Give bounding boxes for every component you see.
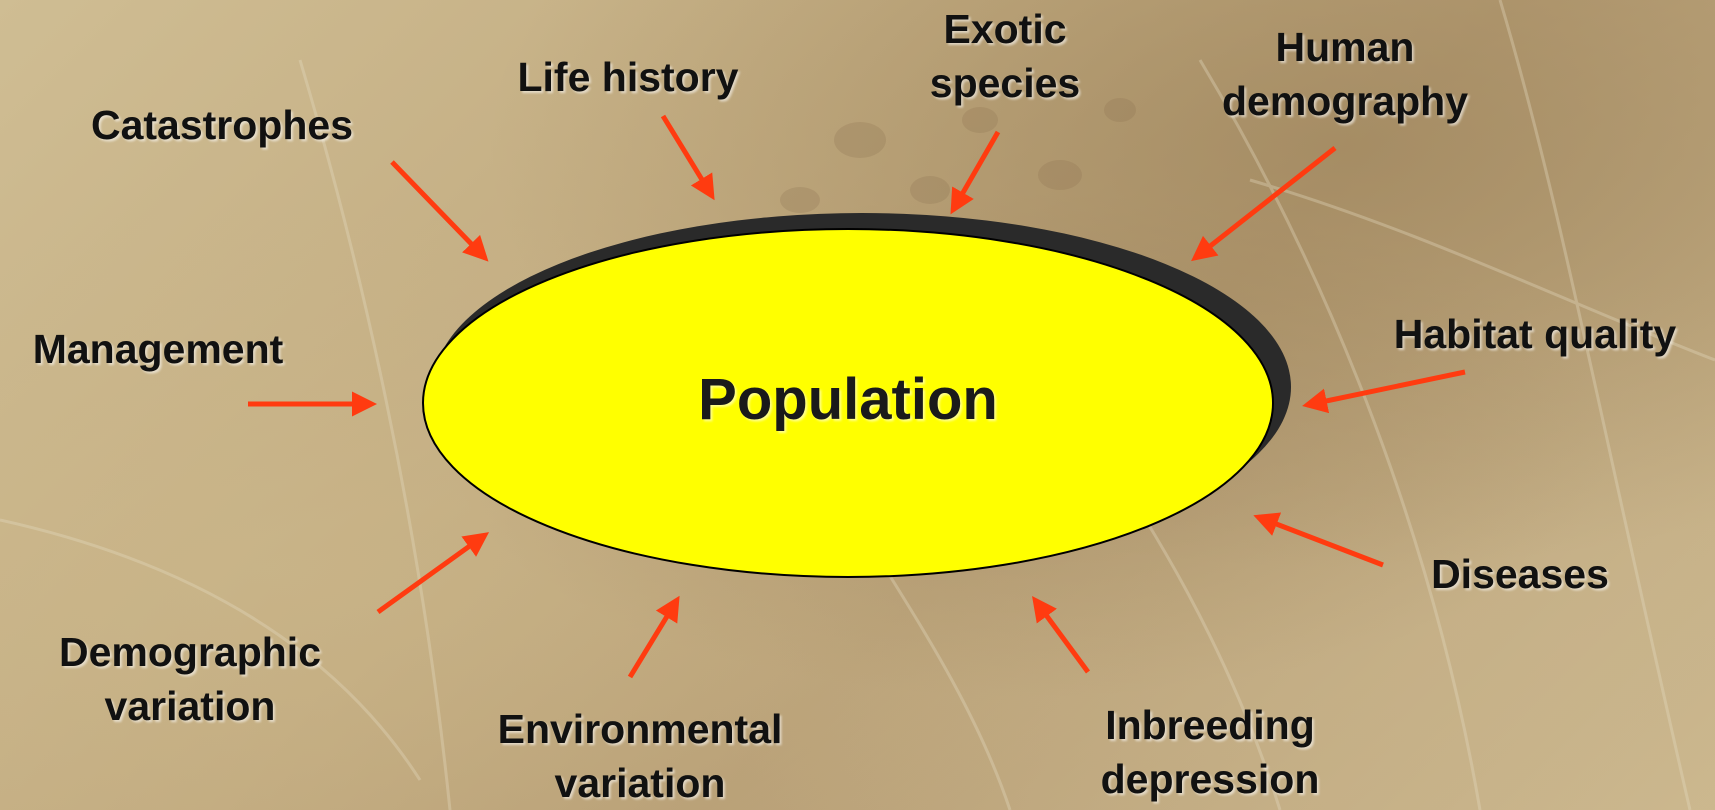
factor-label-line: Habitat quality [1360,307,1710,361]
factor-label-line: depression [1075,752,1345,806]
factor-label-line: variation [25,679,355,733]
factor-label-line: Inbreeding [1075,698,1345,752]
factor-label-habitat-quality: Habitat quality [1360,307,1710,361]
factor-label-diseases: Diseases [1400,547,1640,601]
factor-label-line: Environmental [465,702,815,756]
arrow-exotic-species [953,132,998,210]
factor-label-line: Diseases [1400,547,1640,601]
factor-label-life-history: Life history [478,50,778,104]
factor-label-line: Life history [478,50,778,104]
factor-label-line: variation [465,756,815,810]
factor-label-line: Exotic [895,2,1115,56]
population-label: Population [648,365,1048,435]
arrow-habitat-quality [1307,372,1465,405]
arrow-inbreeding-depression [1035,600,1088,672]
factor-label-line: Demographic [25,625,355,679]
arrow-life-history [663,116,712,196]
factor-label-line: species [895,56,1115,110]
factor-label-line: Human [1180,20,1510,74]
arrow-environmental-variation [630,600,677,677]
arrow-human-demography [1195,148,1335,258]
arrow-diseases [1258,517,1383,565]
factor-label-line: Catastrophes [62,98,382,152]
arrow-demographic-variation [378,535,485,612]
factor-label-line: Management [8,322,308,376]
factor-label-line: demography [1180,74,1510,128]
factor-label-catastrophes: Catastrophes [62,98,382,152]
arrow-catastrophes [392,162,485,258]
factor-label-management: Management [8,322,308,376]
